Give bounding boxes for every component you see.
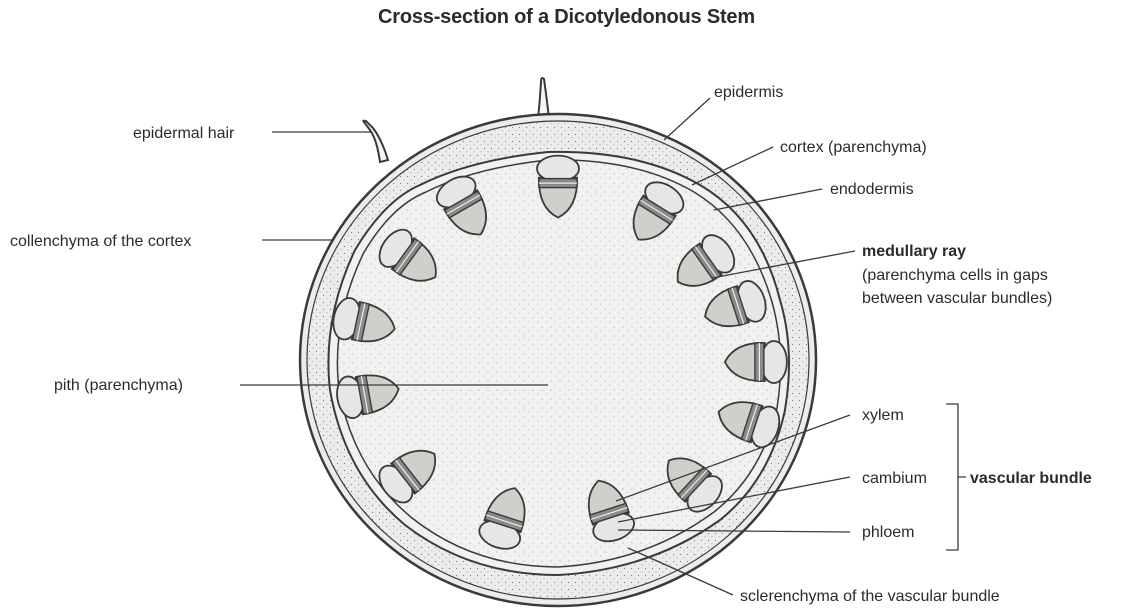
sclerenchyma-cap [537,156,579,182]
label-pith: pith (parenchyma) [54,377,183,394]
epidermal-hair [363,121,388,162]
epidermal-hair-top [538,78,549,119]
label-medullary-ray: medullary ray [862,243,966,260]
label-cambium: cambium [862,470,927,487]
sclerenchyma-cap [761,341,787,383]
pith [337,160,780,567]
label-collenchyma: collenchyma of the cortex [10,233,191,250]
label-phloem: phloem [862,524,914,541]
leader-epidermis [664,98,710,140]
label-medullary-ray-note-2: between vascular bundles) [862,290,1052,307]
label-endodermis: endodermis [830,181,914,198]
label-sclerenchyma: sclerenchyma of the vascular bundle [740,588,1000,605]
label-cortex: cortex (parenchyma) [780,139,927,156]
label-vascular-bundle: vascular bundle [970,470,1092,487]
label-epidermis: epidermis [714,84,783,101]
label-medullary-ray-note-1: (parenchyma cells in gaps [862,267,1048,284]
label-xylem: xylem [862,407,904,424]
label-epidermal-hair: epidermal hair [133,125,235,142]
vascular-bundle-bracket [946,404,966,550]
